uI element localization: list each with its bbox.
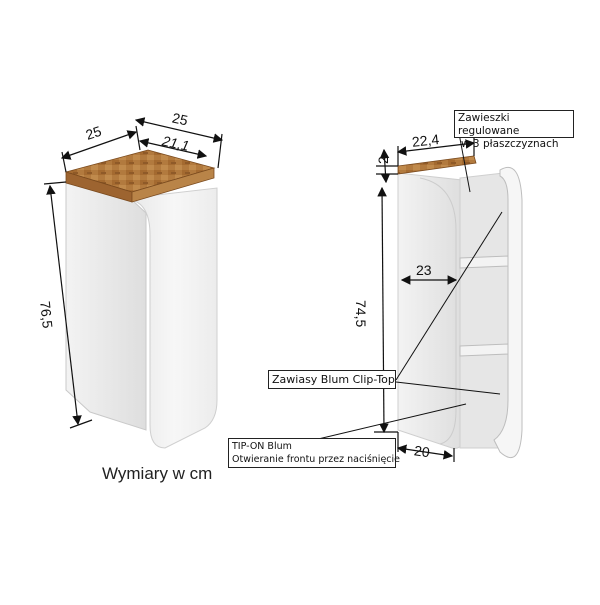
right-dimensions bbox=[374, 137, 476, 462]
left-width-label: 25 bbox=[171, 110, 190, 129]
callout-hinges-line1: Zawiasy Blum Clip-Top bbox=[272, 373, 395, 386]
right-cabinet-interior bbox=[459, 171, 513, 449]
right-cabinet-shelf-top bbox=[459, 255, 509, 269]
units-caption: Wymiary w cm bbox=[102, 464, 213, 483]
callout-hangers-line2: w 3 płaszczyznach bbox=[461, 138, 559, 150]
right-depth-label: 22,4 bbox=[411, 131, 440, 150]
callout-tipon-line2: Otwieranie frontu przez naciśnięcie bbox=[232, 454, 400, 465]
callout-leaders bbox=[313, 127, 503, 441]
left-cabinet bbox=[64, 149, 218, 449]
right-cabinet-shelf-bottom bbox=[459, 343, 509, 357]
left-cabinet-front bbox=[130, 187, 218, 449]
callout-hinges: Zawiasy Blum Clip-Top bbox=[268, 370, 396, 389]
right-cabinet-curve bbox=[419, 177, 457, 445]
left-inner-width-label: 21,1 bbox=[160, 132, 191, 154]
right-cabinet-door bbox=[493, 166, 523, 458]
left-cabinet-side bbox=[65, 182, 147, 431]
left-depth-label: 25 bbox=[84, 123, 104, 143]
left-height-label: 76,5 bbox=[37, 300, 56, 329]
callout-tipon: TIP-ON Blum Otwieranie frontu przez naci… bbox=[228, 438, 400, 468]
callout-hangers-line1: Zawieszki regulowane bbox=[458, 112, 520, 137]
right-top-thickness-label: 2 bbox=[375, 156, 391, 164]
right-inner-depth-label: 23 bbox=[416, 262, 432, 278]
right-cabinet bbox=[397, 155, 523, 458]
callout-hangers: Zawieszki regulowane w 3 płaszczyznach bbox=[454, 110, 574, 150]
callout-tipon-line1: TIP-ON Blum bbox=[232, 441, 292, 452]
right-cabinet-wood-top bbox=[397, 155, 477, 175]
right-height-label: 74,5 bbox=[353, 300, 369, 327]
right-front-depth-label: 20 bbox=[413, 442, 431, 460]
left-cabinet-wood-edge-right bbox=[131, 167, 215, 203]
left-dimensions bbox=[43, 117, 224, 429]
